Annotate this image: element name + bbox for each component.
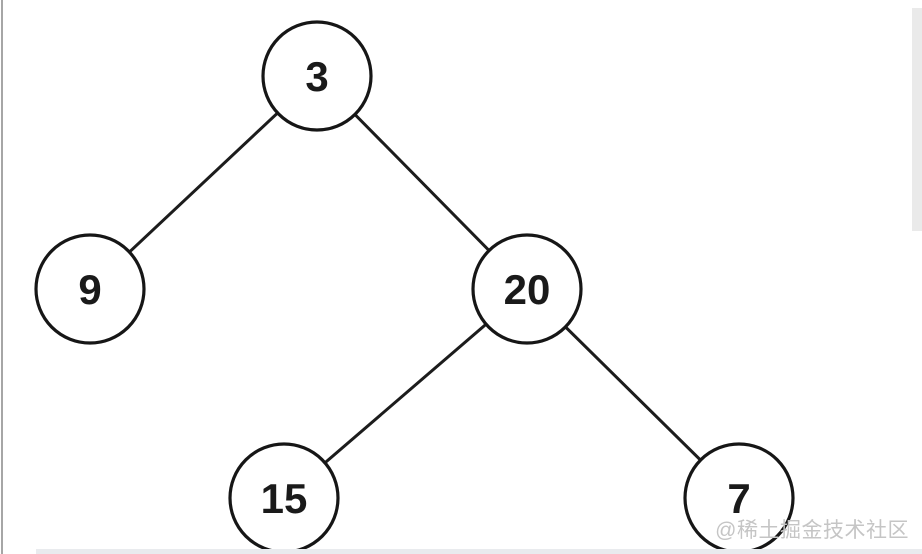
left-border-line [1, 0, 3, 554]
tree-node-circle [34, 233, 146, 345]
tree-node-circle [261, 20, 373, 132]
tree-node-left: 9 [34, 233, 146, 345]
tree-node-value: 7 [727, 475, 750, 522]
right-edge-strip [912, 8, 922, 231]
tree-node-value: 3 [305, 53, 328, 100]
tree-node-root: 3 [261, 20, 373, 132]
bottom-edge-strip [36, 549, 922, 554]
tree-node-right-right: 7 [683, 442, 795, 554]
tree-node-circle [471, 233, 583, 345]
tree-node-value: 15 [261, 475, 308, 522]
watermark-text: @稀土掘金技术社区 [715, 519, 909, 542]
tree-node-value: 9 [78, 266, 101, 313]
tree-node-value: 20 [504, 266, 551, 313]
tree-node-right-left: 15 [228, 442, 340, 554]
tree-node-right: 20 [471, 233, 583, 345]
